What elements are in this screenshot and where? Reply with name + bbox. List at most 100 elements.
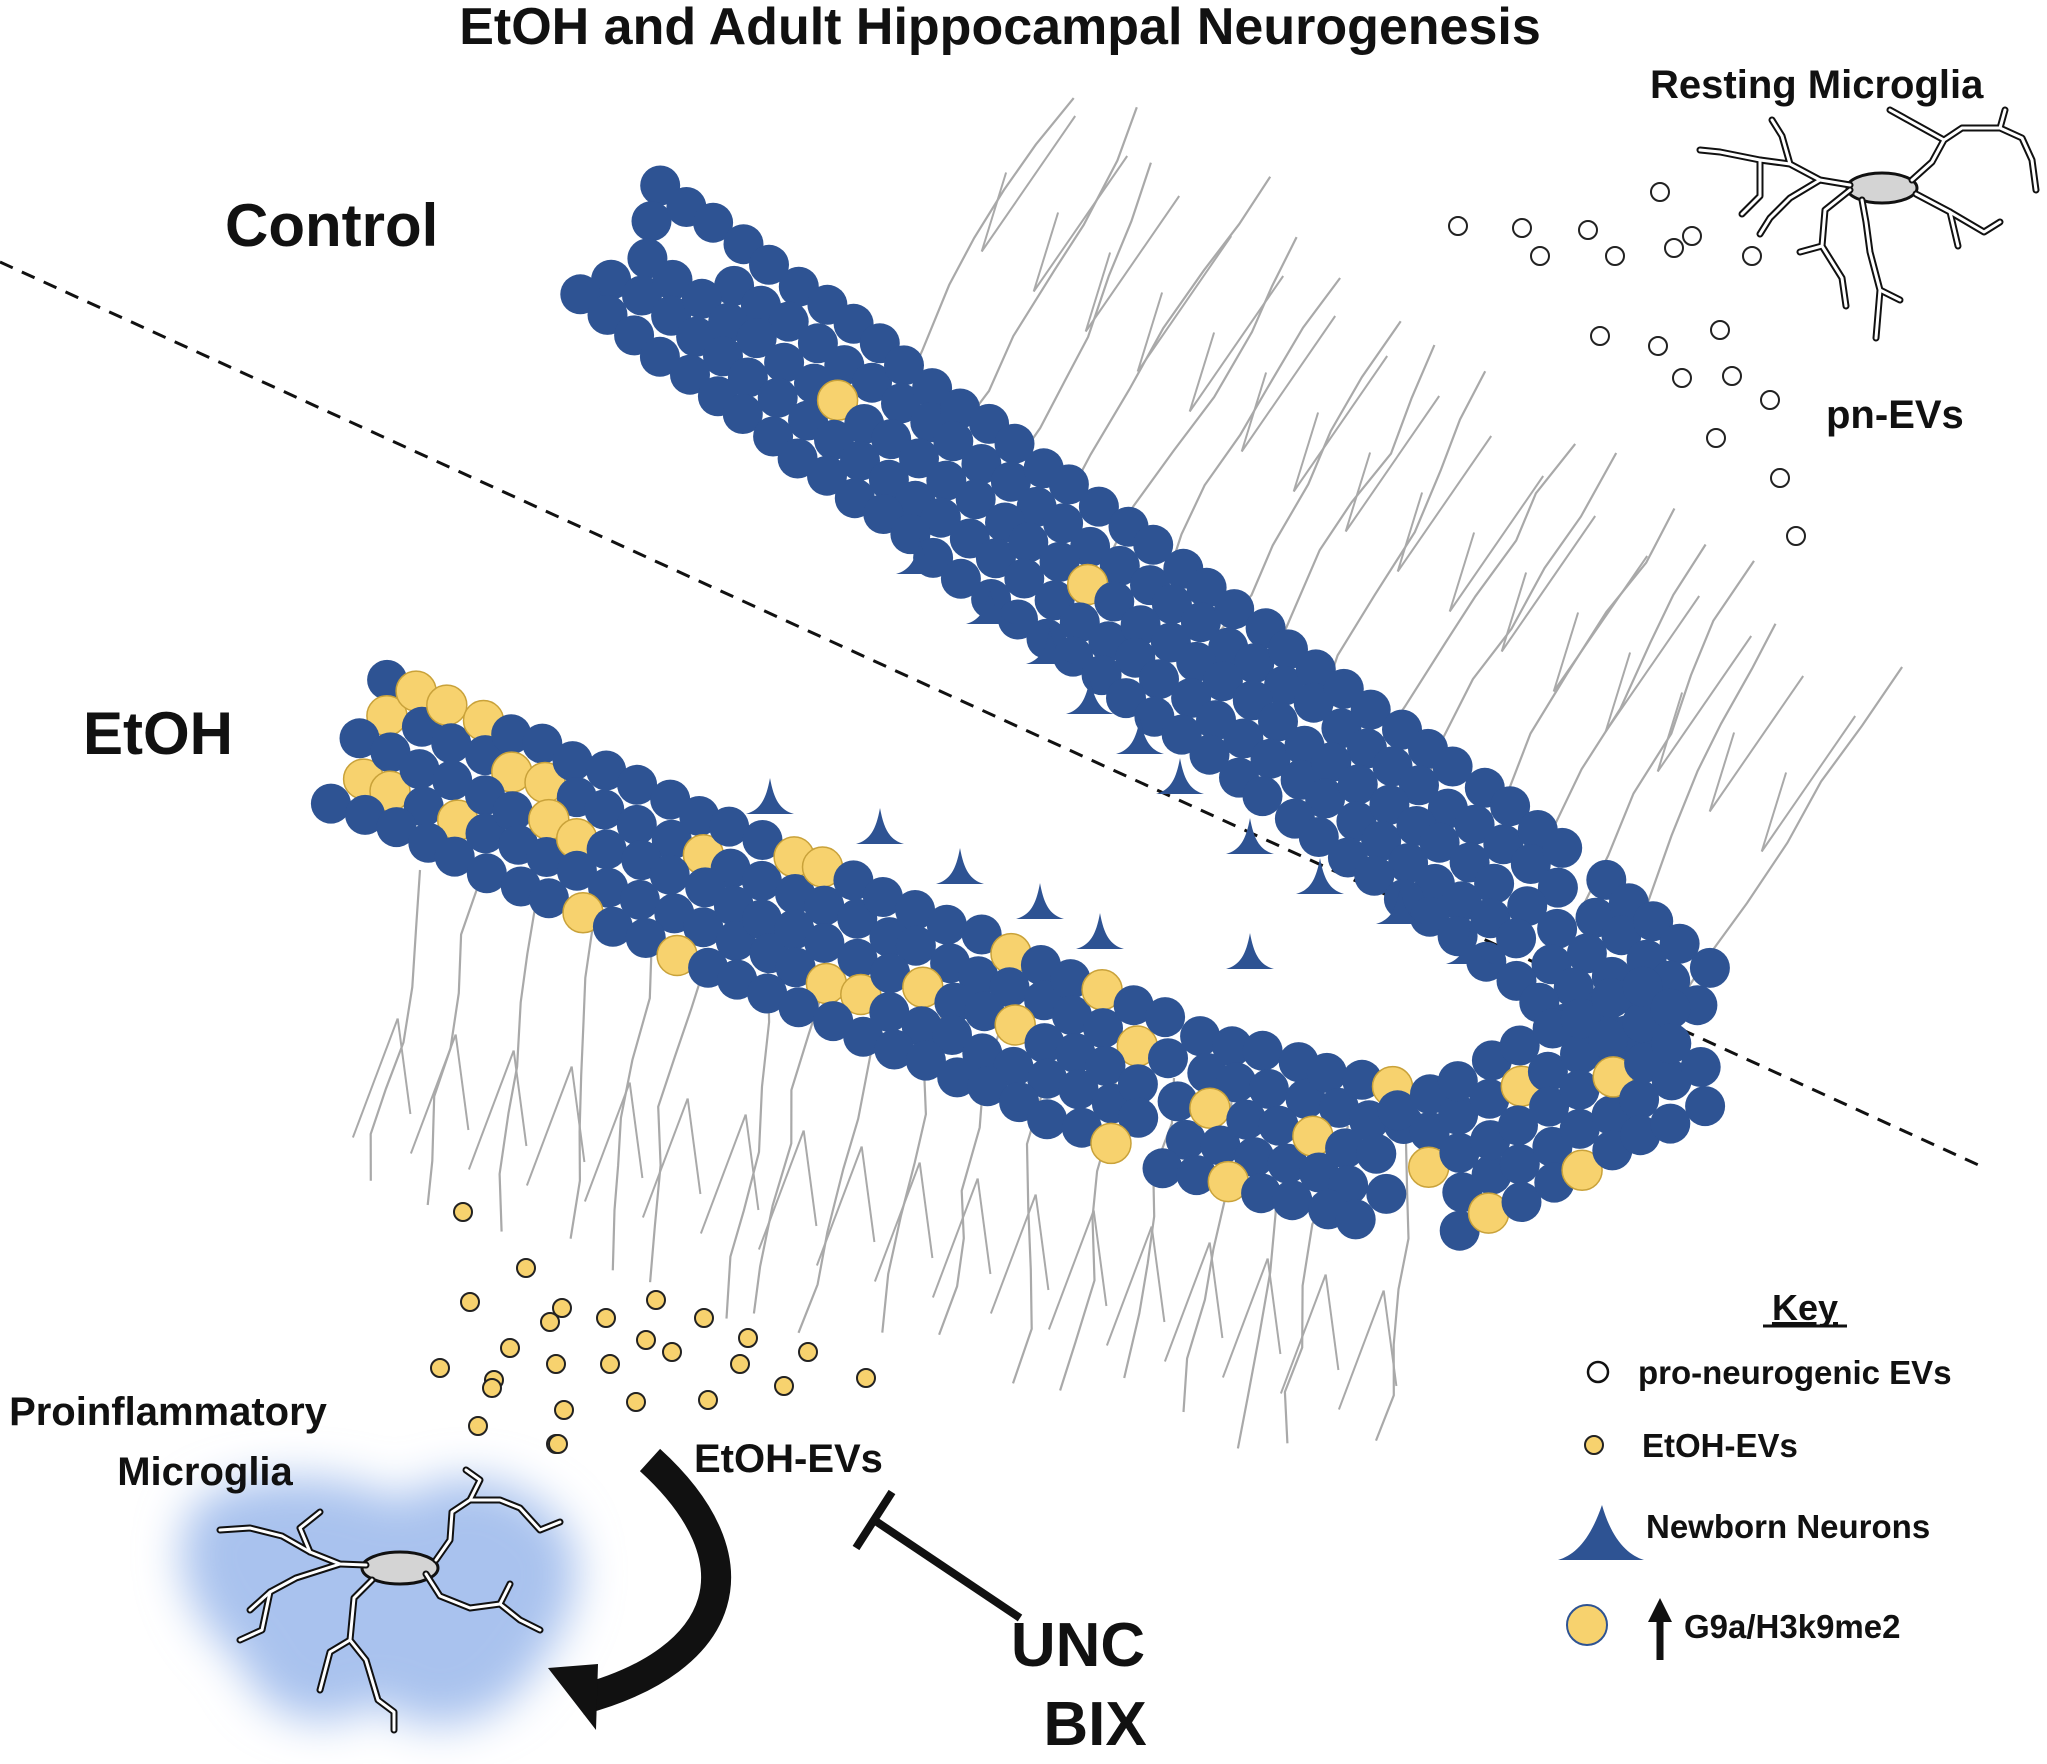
dendrite-branch: [1047, 1210, 1095, 1330]
granule-neuron: [552, 741, 593, 782]
dendrite-branch: [1188, 275, 1285, 413]
newborn-neuron: [1016, 883, 1064, 919]
granule-neuron: [741, 860, 782, 901]
granule-neuron: [1051, 995, 1092, 1036]
granule-neuron: [1591, 978, 1632, 1018]
granule-neuron: [1689, 947, 1730, 988]
granule-neuron: [895, 890, 936, 930]
granule-neuron: [920, 497, 961, 538]
granule-neuron: [584, 789, 625, 830]
dendrite-branch: [1396, 435, 1493, 573]
etoh-ev: [738, 1328, 758, 1348]
granule-neuron: [1241, 1173, 1282, 1214]
granule-neuron: [1216, 1062, 1257, 1103]
granule-neuron: [1499, 1144, 1540, 1185]
granule-neuron: [1542, 827, 1583, 868]
dendrite: [369, 869, 422, 1181]
granule-neuron: [466, 853, 507, 894]
granule-neuron: [1559, 1108, 1600, 1149]
dendrite-branch: [1760, 772, 1788, 852]
proinflammatory-label-line2: Microglia: [117, 1450, 293, 1494]
granule-neuron: [1189, 734, 1230, 775]
granule-neuron: [1454, 804, 1495, 845]
granule-neuron: [1058, 1069, 1099, 1110]
granule-neuron: [1242, 1030, 1283, 1071]
dendrite-branch: [976, 1178, 992, 1275]
granule-neuron: [967, 1066, 1008, 1107]
granule-neuron: [1024, 1023, 1065, 1064]
granule-neuron: [1151, 584, 1192, 625]
granule-neuron: [1176, 1155, 1217, 1196]
granule-neuron: [768, 301, 809, 342]
granule-neuron: [1258, 701, 1298, 742]
granule-neuron: [736, 318, 777, 359]
granule-neuron: [1298, 817, 1339, 857]
granule-neuron: [804, 885, 845, 926]
dendrite: [1055, 176, 1272, 521]
etoh-ev: [500, 1338, 520, 1358]
dendrite-branch: [396, 1018, 412, 1115]
granule-neuron: [1560, 998, 1601, 1039]
dendrite-branch: [699, 1114, 747, 1234]
granule-neuron: [1212, 1026, 1253, 1067]
dendrite: [1575, 560, 1755, 921]
newborn-neuron: [1226, 933, 1274, 969]
etoh-ev: [554, 1400, 574, 1420]
granule-neuron: [940, 558, 981, 599]
newborn-neuron: [1026, 628, 1074, 664]
granule-neuron: [742, 820, 783, 860]
dendrite-branch: [454, 1034, 470, 1131]
dendrite-branch: [628, 1082, 644, 1179]
granule-neuron: [1272, 1180, 1313, 1221]
etoh-ev: [626, 1392, 646, 1412]
pn-ev: [1742, 246, 1762, 266]
granule-neuron: [1142, 1148, 1183, 1189]
granule-neuron: [1250, 738, 1291, 779]
divider-line: [0, 260, 1986, 1170]
granule-neuron: [1118, 1097, 1159, 1138]
granule-neuron: [591, 259, 632, 300]
dendrite: [1626, 623, 1777, 961]
inhibition-line-icon: [852, 1489, 1023, 1622]
granule-neuron: [399, 749, 440, 790]
granule-neuron: [1553, 967, 1594, 1008]
granule-neuron: [528, 878, 569, 919]
dendrite-branch: [931, 1178, 979, 1298]
newborn-neuron: [966, 588, 1014, 624]
etoh-label: EtOH: [83, 700, 233, 767]
newborn-neuron: [1066, 678, 1114, 714]
granule-neuron: [1601, 915, 1642, 956]
dendrite: [649, 949, 712, 1283]
pn-ev: [1710, 320, 1730, 340]
granule-neuron: [1139, 659, 1179, 700]
key-item-etoh-evs: EtOH-EVs: [1642, 1427, 1798, 1464]
granule-neuron: [619, 879, 660, 920]
dendrite: [1123, 1077, 1176, 1379]
bix-label: BIX: [1043, 1690, 1146, 1759]
etoh-ev: [546, 1354, 566, 1374]
etoh-ev: [596, 1308, 616, 1328]
granule-neuron: [1050, 959, 1091, 1000]
granule-neuron: [650, 779, 691, 820]
etoh-ev: [694, 1308, 714, 1328]
pn-ev: [1760, 390, 1780, 410]
pn-ev: [1786, 526, 1806, 546]
granule-neuron: [1078, 486, 1119, 527]
newborn-neuron: [1296, 858, 1344, 894]
dendrite-branch: [1032, 212, 1060, 292]
dendrite-branch: [409, 1034, 457, 1154]
etoh-ev: [774, 1376, 794, 1396]
dendrite-branch: [351, 1018, 399, 1138]
granule-neuron: [1264, 665, 1304, 706]
granule-neuron: [1483, 824, 1524, 865]
granule-neuron: [775, 947, 816, 988]
granule-neuron: [804, 923, 845, 963]
etoh-ev: [468, 1416, 488, 1436]
pn-ev: [1578, 220, 1598, 240]
etoh-ev: [482, 1378, 502, 1398]
dendrite-branch: [860, 1146, 876, 1243]
curved-arrow-icon: [548, 1448, 731, 1730]
granule-neuron: [649, 854, 690, 895]
granule-neuron: [1311, 742, 1352, 783]
etoh-ev: [540, 1312, 560, 1332]
